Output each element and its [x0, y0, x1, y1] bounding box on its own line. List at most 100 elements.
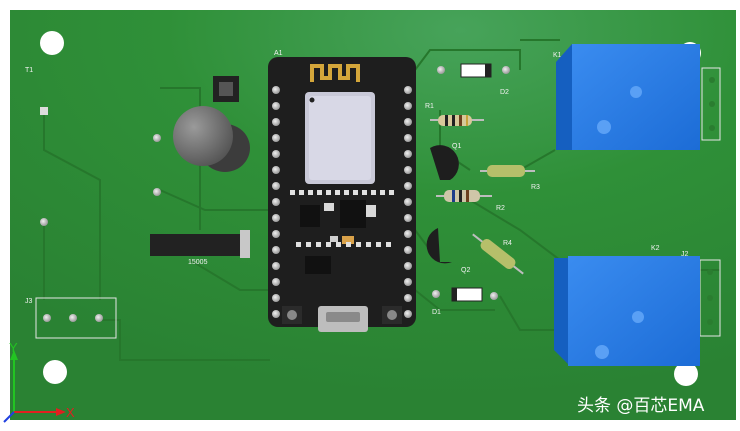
label-a1: A1 — [274, 50, 283, 57]
relay-marker — [632, 311, 644, 323]
pad — [153, 188, 161, 196]
band — [459, 190, 462, 202]
x-axis-arrow — [56, 408, 66, 416]
smd-pad — [380, 190, 385, 195]
smd-pad — [299, 190, 304, 195]
header-pin — [404, 134, 412, 142]
label-r3: R3 — [531, 184, 540, 191]
header-pin — [272, 294, 280, 302]
smd-pad — [290, 190, 295, 195]
relay-marker — [595, 345, 609, 359]
chip — [300, 205, 320, 227]
label-k2: K2 — [651, 245, 660, 252]
smd-pad — [356, 242, 361, 247]
capacitor-top — [173, 106, 233, 166]
header-pin — [272, 118, 280, 126]
label-regulator: 15005 — [188, 259, 208, 266]
smd-pad — [346, 242, 351, 247]
regulator-tab — [240, 230, 250, 258]
pin — [709, 77, 715, 83]
transistor-q2 — [426, 228, 452, 264]
resistor-r4 — [480, 238, 516, 270]
label-d1: D1 — [432, 309, 441, 316]
band — [459, 115, 462, 126]
pad — [432, 290, 440, 298]
band — [452, 190, 455, 202]
smd-pad — [326, 242, 331, 247]
relay-k2 — [568, 256, 700, 366]
label-r4: R4 — [503, 240, 512, 247]
pin — [95, 314, 103, 322]
z-axis-line — [3, 411, 15, 423]
pin — [43, 314, 51, 322]
header-pin — [272, 262, 280, 270]
y-axis-label: Y — [9, 340, 18, 355]
band — [466, 115, 468, 126]
header-pin — [404, 214, 412, 222]
smd-pad — [308, 190, 313, 195]
esp-shield-face — [309, 96, 371, 180]
pin — [707, 295, 713, 301]
pad — [153, 134, 161, 142]
header-pin — [272, 150, 280, 158]
connector-k1-outline — [701, 67, 721, 141]
smd-pad — [336, 242, 341, 247]
header-pin — [404, 294, 412, 302]
smd-pad — [316, 242, 321, 247]
resistor-r3 — [487, 165, 525, 177]
label-d2: D2 — [500, 89, 509, 96]
header-pin — [272, 166, 280, 174]
header-pin — [272, 214, 280, 222]
header-pin — [404, 86, 412, 94]
button-cap — [387, 310, 397, 320]
wifi-antenna — [310, 64, 360, 82]
watermark: 头条 @百芯EMA — [577, 396, 705, 416]
diode-d2-band — [485, 64, 491, 77]
pin — [709, 125, 715, 131]
header-pin — [404, 150, 412, 158]
header-pin — [272, 102, 280, 110]
chip — [305, 256, 331, 274]
button-cap — [287, 310, 297, 320]
smd-pad — [353, 190, 358, 195]
header-pin — [272, 310, 280, 318]
module-pad-row — [290, 190, 394, 247]
label-k1: K1 — [553, 52, 562, 59]
header-pin — [404, 182, 412, 190]
pad — [502, 66, 510, 74]
band — [466, 190, 469, 202]
relay-marker — [597, 120, 611, 134]
label-j2: J2 — [681, 251, 689, 258]
header-pin — [272, 246, 280, 254]
header-pin — [404, 262, 412, 270]
smd-pad — [335, 190, 340, 195]
header-pin — [404, 102, 412, 110]
pin — [707, 319, 713, 325]
header-pin — [404, 166, 412, 174]
label-t1: T1 — [25, 67, 33, 74]
pad-t1 — [40, 107, 48, 115]
smd-pad — [306, 242, 311, 247]
header-pin — [272, 182, 280, 190]
pin — [707, 269, 713, 275]
header-pin — [404, 310, 412, 318]
sensor-face — [219, 82, 233, 96]
label-j3: J3 — [25, 298, 33, 305]
smd-pad — [362, 190, 367, 195]
smd-part — [330, 236, 338, 242]
header-pin — [272, 230, 280, 238]
smd-pad — [371, 190, 376, 195]
pin1-marker — [309, 97, 315, 103]
header-pin — [404, 198, 412, 206]
connector-j3-outline — [35, 297, 117, 339]
band — [445, 115, 448, 126]
smd-part — [366, 205, 376, 217]
voltage-regulator — [150, 234, 246, 256]
header-pin — [404, 230, 412, 238]
x-axis-label: X — [66, 405, 75, 420]
pad — [437, 66, 445, 74]
label-r2: R2 — [496, 205, 505, 212]
chip — [340, 200, 366, 228]
